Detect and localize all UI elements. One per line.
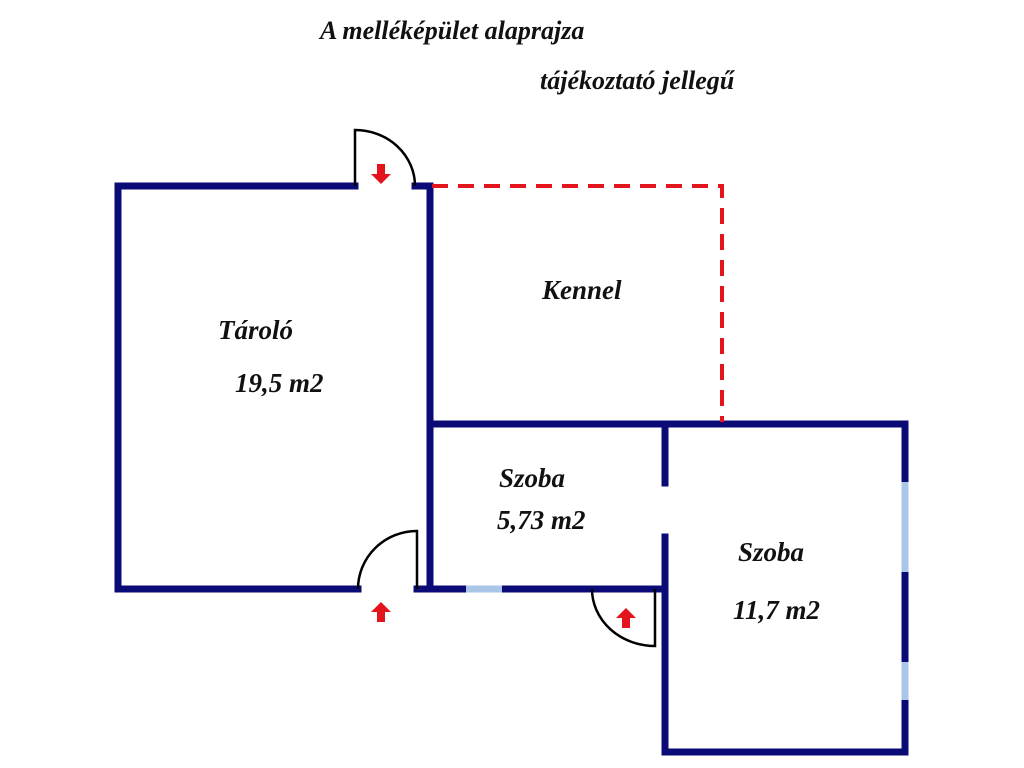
wall-large-room <box>426 420 909 756</box>
room-name-small: Szoba <box>499 463 566 493</box>
title-line-2: tájékoztató jellegű <box>540 66 735 95</box>
doors <box>353 128 657 648</box>
room-name-large: Szoba <box>738 537 805 567</box>
room-area-large: 11,7 m2 <box>733 595 821 625</box>
arrow-up-icon <box>616 608 636 628</box>
title-line-1: A melléképület alaprajza <box>320 16 585 45</box>
door-storage-bottom[interactable] <box>356 529 419 590</box>
room-name-storage: Tároló <box>218 315 294 345</box>
room-name-kennel: Kennel <box>542 275 622 305</box>
wall-storage-outer <box>114 182 362 593</box>
door-small-room[interactable] <box>590 588 657 648</box>
wall-storage-right <box>411 182 434 593</box>
entry-arrows <box>371 164 636 628</box>
arrow-up-icon <box>371 602 391 622</box>
room-area-small: 5,73 m2 <box>497 505 586 535</box>
arrow-down-icon <box>371 164 391 184</box>
kennel-outline <box>432 184 724 422</box>
door-top[interactable] <box>353 128 417 187</box>
windows <box>466 482 909 700</box>
walls <box>114 182 909 756</box>
room-area-storage: 19,5 m2 <box>235 368 324 398</box>
